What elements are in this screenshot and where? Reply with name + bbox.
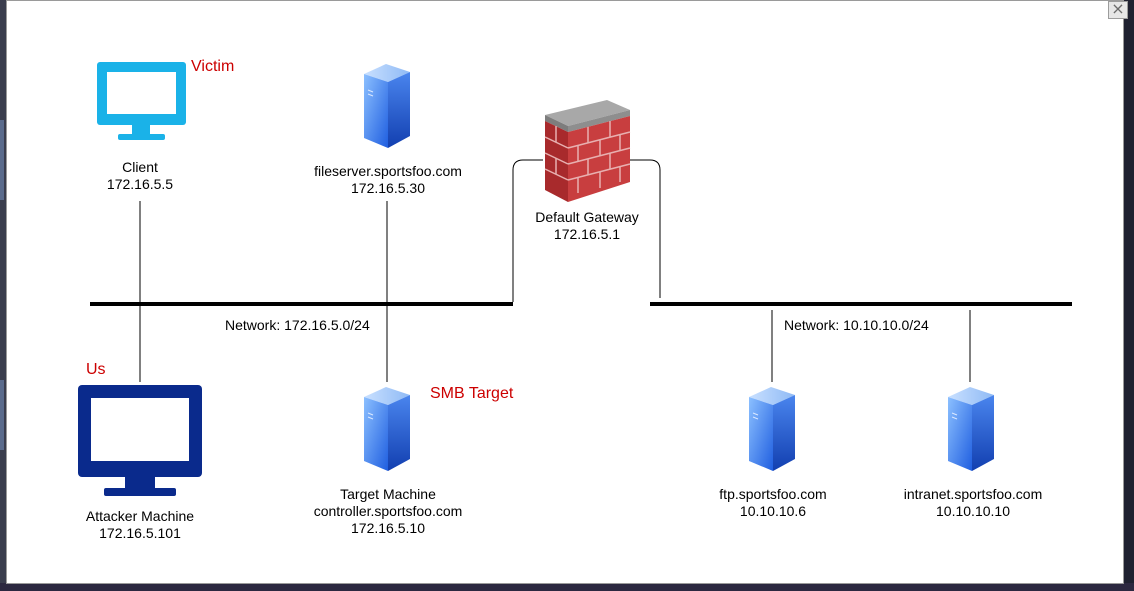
- intranet-ip: 10.10.10.10: [936, 503, 1010, 519]
- victim-annotation: Victim: [191, 58, 235, 75]
- server-icon: [749, 387, 795, 471]
- connector-gateway-left: [512, 159, 543, 302]
- target-name: Target Machine: [340, 486, 436, 502]
- target-host: controller.sportsfoo.com: [313, 503, 463, 519]
- fileserver-label: fileserver.sportsfoo.com 172.16.5.30: [288, 163, 488, 197]
- background-window-edge: [0, 380, 4, 450]
- background-left-edge: [0, 0, 6, 591]
- gateway-label: Default Gateway 172.16.5.1: [517, 209, 657, 243]
- fileserver-name: fileserver.sportsfoo.com: [314, 163, 462, 179]
- target-label: Target Machine controller.sportsfoo.com …: [288, 486, 488, 537]
- network-left-label: Network: 172.16.5.0/24: [225, 317, 370, 333]
- network-right-label: Network: 10.10.10.0/24: [784, 317, 929, 333]
- attacker-label: Attacker Machine 172.16.5.101: [60, 508, 220, 542]
- ftp-label: ftp.sportsfoo.com 10.10.10.6: [693, 486, 853, 520]
- firewall-icon: [544, 100, 631, 202]
- image-lightbox-modal: ×: [6, 0, 1128, 584]
- background-right-edge: [1124, 0, 1134, 591]
- client-ip: 172.16.5.5: [106, 176, 174, 192]
- us-annotation: Us: [86, 361, 106, 378]
- connector-gateway-right: [628, 159, 661, 298]
- monitor-icon: [97, 62, 186, 140]
- gateway-ip: 172.16.5.1: [553, 226, 621, 242]
- attacker-name: Attacker Machine: [85, 508, 195, 524]
- server-icon: [948, 387, 994, 471]
- ftp-name: ftp.sportsfoo.com: [719, 486, 827, 502]
- background-bottom-edge: [0, 583, 1134, 591]
- server-icon: [364, 387, 410, 471]
- close-icon[interactable]: ×: [1108, 1, 1128, 19]
- monitor-icon: [78, 385, 202, 496]
- server-icon: [364, 64, 410, 148]
- smb-target-annotation: SMB Target: [430, 385, 514, 402]
- target-ip: 172.16.5.10: [351, 520, 425, 536]
- client-label: Client 172.16.5.5: [70, 159, 210, 193]
- client-name: Client: [122, 159, 158, 175]
- background-window-edge: [0, 120, 4, 200]
- attacker-ip: 172.16.5.101: [99, 525, 181, 541]
- fileserver-ip: 172.16.5.30: [351, 180, 425, 196]
- ftp-ip: 10.10.10.6: [739, 503, 807, 519]
- intranet-name: intranet.sportsfoo.com: [903, 486, 1043, 502]
- intranet-label: intranet.sportsfoo.com 10.10.10.10: [873, 486, 1073, 520]
- gateway-name: Default Gateway: [535, 209, 639, 225]
